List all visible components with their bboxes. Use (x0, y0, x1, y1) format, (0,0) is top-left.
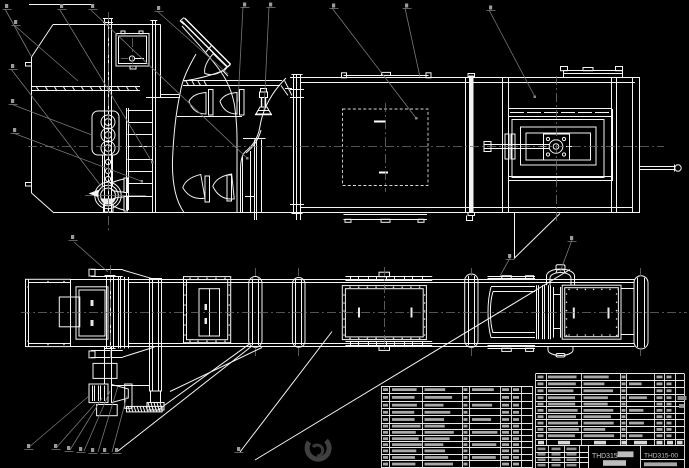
svg-text:THD315: THD315 (592, 453, 618, 460)
svg-text:THD315-00: THD315-00 (644, 452, 678, 459)
